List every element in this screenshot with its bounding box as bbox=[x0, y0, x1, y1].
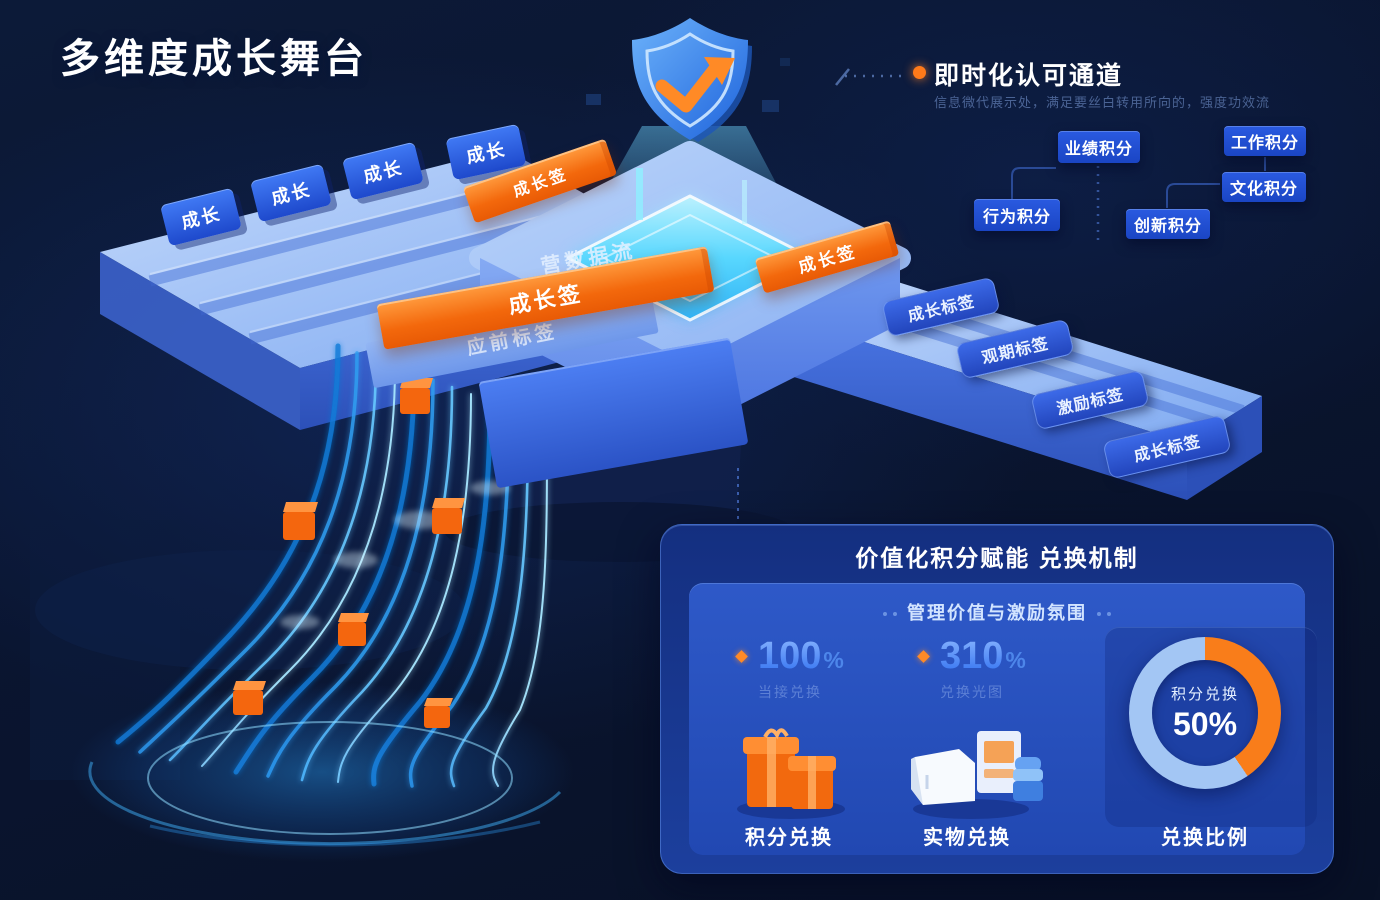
badge-performance-points: 业绩积分 bbox=[1058, 131, 1140, 163]
data-cubes bbox=[233, 378, 465, 728]
badge-innovation-points: 创新积分 bbox=[1126, 209, 1210, 239]
donut-center-label: 积分兑换 bbox=[1170, 686, 1239, 703]
stat-unit: % bbox=[823, 647, 844, 673]
physical-exchange-label: 实物兑换 bbox=[923, 827, 1011, 849]
badge-work-points: 工作积分 bbox=[1224, 126, 1306, 156]
exchange-panel: 价值化积分赋能 兑换机制 管理价值与激励氛围 100 % 当接兑换 310 % … bbox=[660, 524, 1334, 874]
diamond-bullet-icon bbox=[917, 650, 930, 663]
page-title: 多维度成长舞台 bbox=[60, 37, 368, 81]
stat-caption: 兑换光图 bbox=[940, 684, 1004, 700]
stat-block: 310 % 兑换光图 bbox=[917, 635, 1026, 702]
bullet-dot-icon bbox=[913, 66, 926, 79]
donut-center-value: 50% bbox=[1172, 706, 1238, 742]
badge-behavior-points: 行为积分 bbox=[974, 199, 1060, 231]
stat-unit: % bbox=[1005, 647, 1026, 673]
section-heading: 即时化认可通道 bbox=[934, 62, 1124, 90]
donut-ring: 积分兑换 50% bbox=[1129, 637, 1281, 789]
section-subtext: 信息微代展示处，满足要丝白转用所向的，强度功效流 bbox=[934, 95, 1271, 110]
points-exchange-label: 积分兑换 bbox=[745, 827, 833, 849]
panel-title: 价值化积分赋能 兑换机制 bbox=[855, 545, 1139, 571]
decor-dot-icon bbox=[882, 612, 887, 617]
physical-exchange-icon bbox=[911, 731, 1043, 819]
data-waterfall bbox=[70, 343, 574, 862]
donut-caption: 兑换比例 bbox=[1161, 827, 1249, 849]
shield-check-icon bbox=[632, 18, 752, 142]
badge-culture-points: 文化积分 bbox=[1222, 172, 1306, 202]
stat-block: 100 % 当接兑换 bbox=[735, 635, 844, 702]
decor-dot-icon bbox=[1107, 612, 1112, 617]
points-exchange-icon bbox=[737, 728, 845, 819]
card-header: 管理价值与激励氛围 bbox=[689, 599, 1305, 625]
decor-dot-icon bbox=[892, 612, 897, 617]
stat-value: 100 bbox=[758, 635, 822, 677]
diamond-bullet-icon bbox=[735, 650, 748, 663]
decor-dot-icon bbox=[1097, 612, 1102, 617]
donut-center: 积分兑换 50% bbox=[1152, 660, 1258, 766]
stat-value: 310 bbox=[940, 635, 1004, 677]
panel-card: 管理价值与激励氛围 100 % 当接兑换 310 % 兑换光图 bbox=[689, 583, 1317, 855]
stat-caption: 当接兑换 bbox=[758, 684, 822, 700]
